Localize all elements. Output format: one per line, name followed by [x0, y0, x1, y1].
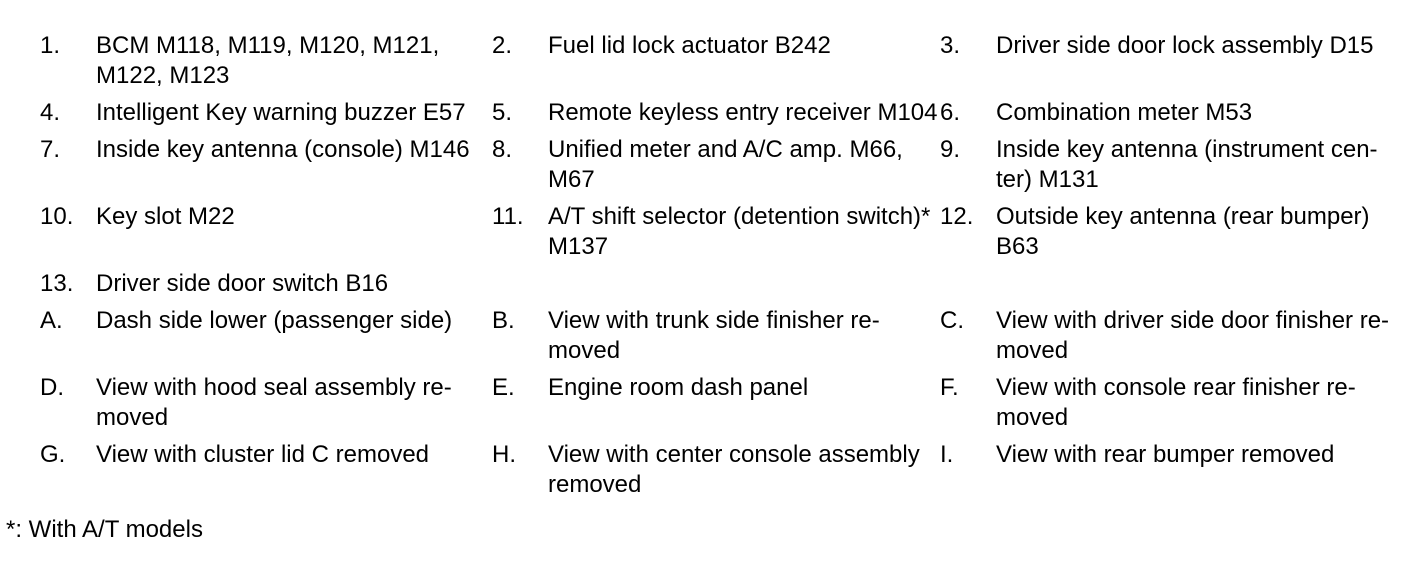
item-text: View with center console assembly remove… [548, 441, 920, 498]
legend-item-13: 13. Driver side door switch B16 [40, 269, 492, 299]
legend-item-i: I. View with rear bumper removed [940, 440, 1408, 470]
item-text: View with trunk side finisher re- moved [548, 307, 880, 364]
legend-item-a: A. Dash side lower (passenger side) [40, 306, 492, 336]
item-marker: 10. [40, 203, 74, 230]
legend-item-2: 2. Fuel lid lock actuator B242 [492, 31, 940, 61]
item-text: View with driver side door finisher re- … [996, 307, 1390, 364]
item-marker: A. [40, 307, 63, 334]
item-text: View with hood seal assembly re- moved [96, 374, 452, 431]
item-marker: 2. [492, 32, 513, 59]
legend-item-e: E. Engine room dash panel [492, 373, 940, 403]
item-text: View with console rear finisher re- move… [996, 374, 1356, 431]
item-text: Driver side door lock assembly D15 [996, 32, 1374, 59]
legend-item-10: 10. Key slot M22 [40, 202, 492, 232]
legend-item-12: 12. Outside key antenna (rear bumper) B6… [940, 202, 1408, 262]
legend-item-9: 9. Inside key antenna (instrument cen- t… [940, 135, 1408, 195]
item-marker: H. [492, 441, 516, 468]
item-marker: 3. [940, 32, 961, 59]
item-text: Outside key antenna (rear bumper) B63 [996, 203, 1370, 260]
item-text: Dash side lower (passenger side) [96, 307, 453, 334]
item-text: View with cluster lid C removed [96, 441, 430, 468]
item-marker: G. [40, 441, 66, 468]
legend-item-1: 1. BCM M118, M119, M120, M121, M122, M12… [40, 31, 492, 91]
item-text: Combination meter M53 [996, 99, 1253, 126]
item-marker: 1. [40, 32, 61, 59]
item-marker: 6. [940, 99, 961, 126]
item-text: Key slot M22 [96, 203, 235, 230]
legend-item-g: G. View with cluster lid C removed [40, 440, 492, 470]
legend-item-5: 5. Remote keyless entry receiver M104 [492, 98, 940, 128]
item-text: Engine room dash panel [548, 374, 809, 401]
item-text: Intelligent Key warning buzzer E57 [96, 99, 466, 126]
footnote-at-models: *: With A/T models [6, 516, 203, 543]
item-text: Inside key antenna (console) M146 [96, 136, 470, 163]
item-text: Fuel lid lock actuator B242 [548, 32, 831, 59]
item-marker: B. [492, 307, 515, 334]
item-text: Unified meter and A/C amp. M66, M67 [548, 136, 903, 193]
item-marker: F. [940, 374, 959, 401]
legend-item-3: 3. Driver side door lock assembly D15 [940, 31, 1408, 61]
item-text: Driver side door switch B16 [96, 270, 389, 297]
legend-item-d: D. View with hood seal assembly re- move… [40, 373, 492, 433]
legend-item-8: 8. Unified meter and A/C amp. M66, M67 [492, 135, 940, 195]
legend-item-f: F. View with console rear finisher re- m… [940, 373, 1408, 433]
item-marker: D. [40, 374, 64, 401]
legend-item-c: C. View with driver side door finisher r… [940, 306, 1408, 366]
item-marker: 11. [492, 203, 524, 230]
item-marker: 7. [40, 136, 61, 163]
legend-item-4: 4. Intelligent Key warning buzzer E57 [40, 98, 492, 128]
item-text: BCM M118, M119, M120, M121, M122, M123 [96, 32, 440, 89]
legend-item-11: 11. A/T shift selector (detention switch… [492, 202, 940, 262]
component-legend: 1. BCM M118, M119, M120, M121, M122, M12… [40, 31, 1408, 500]
item-marker: C. [940, 307, 964, 334]
item-marker: 13. [40, 270, 74, 297]
legend-item-7: 7. Inside key antenna (console) M146 [40, 135, 492, 165]
item-marker: 9. [940, 136, 961, 163]
legend-item-6: 6. Combination meter M53 [940, 98, 1408, 128]
item-marker: 8. [492, 136, 513, 163]
item-text: Inside key antenna (instrument cen- ter)… [996, 136, 1378, 193]
legend-item-b: B. View with trunk side finisher re- mov… [492, 306, 940, 366]
item-text: A/T shift selector (detention switch)* M… [548, 203, 931, 260]
item-marker: 12. [940, 203, 974, 230]
legend-item-h: H. View with center console assembly rem… [492, 440, 940, 500]
item-marker: I. [940, 441, 954, 468]
item-marker: 5. [492, 99, 513, 126]
item-marker: 4. [40, 99, 61, 126]
item-text: Remote keyless entry receiver M104 [548, 99, 938, 126]
item-text: View with rear bumper removed [996, 441, 1335, 468]
item-marker: E. [492, 374, 515, 401]
